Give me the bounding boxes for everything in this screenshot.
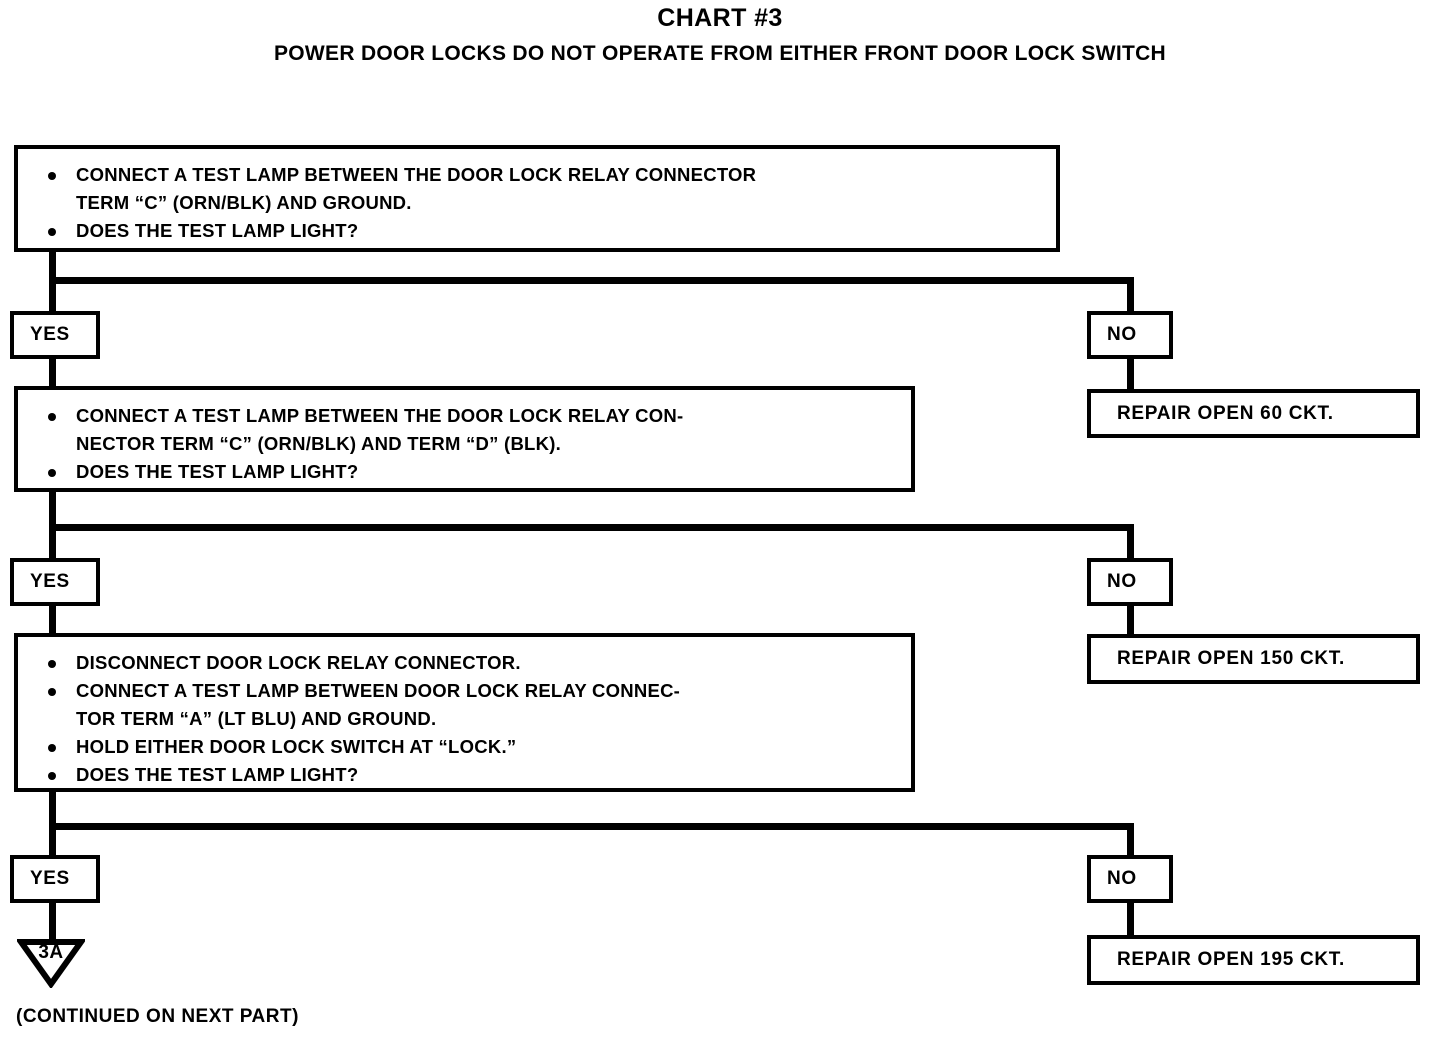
page-subtitle: POWER DOOR LOCKS DO NOT OPERATE FROM EIT… [273, 42, 1167, 65]
continued-note: (CONTINUED ON NEXT PART) [16, 1006, 299, 1027]
step-3-bullet-4: DOES THE TEST LAMP LIGHT? [32, 761, 901, 789]
step-1-no-result-box: REPAIR OPEN 60 CKT. [1087, 389, 1420, 438]
step-1-bullet-2: DOES THE TEST LAMP LIGHT? [32, 217, 1046, 245]
step-2-no-branch[interactable]: NO [1087, 558, 1173, 606]
connector-line-no2-to-repair2 [1127, 605, 1134, 637]
step-2-bullet-2: DOES THE TEST LAMP LIGHT? [32, 458, 901, 486]
step-2-yes-label: YES [30, 571, 70, 592]
step-3-bullet-list: DISCONNECT DOOR LOCK RELAY CONNECTOR. CO… [32, 649, 901, 789]
step-3-yes-label: YES [30, 868, 70, 889]
step-1-yes-branch[interactable]: YES [10, 311, 100, 359]
step-3-bullet-1: DISCONNECT DOOR LOCK RELAY CONNECTOR. [32, 649, 901, 677]
connector-line-step3-no-down [1127, 823, 1134, 859]
step-1-yes-label: YES [30, 324, 70, 345]
connector-line-no1-to-repair1 [1127, 358, 1134, 392]
step-3-bullet-2: CONNECT A TEST LAMP BETWEEN DOOR LOCK RE… [32, 677, 901, 733]
step-1-bullet-1: CONNECT A TEST LAMP BETWEEN THE DOOR LOC… [32, 161, 1046, 217]
step-1-bullet-list: CONNECT A TEST LAMP BETWEEN THE DOOR LOC… [32, 161, 1046, 245]
offpage-connector-triangle[interactable]: 3A [17, 938, 85, 988]
step-3-question-box: DISCONNECT DOOR LOCK RELAY CONNECTOR. CO… [14, 633, 915, 792]
step-3-no-result-box: REPAIR OPEN 195 CKT. [1087, 935, 1420, 985]
connector-line-step1-branch [49, 277, 1134, 284]
step-1-question-box: CONNECT A TEST LAMP BETWEEN THE DOOR LOC… [14, 145, 1060, 252]
step-2-no-label: NO [1107, 571, 1137, 592]
page-title: CHART #3 [657, 4, 783, 32]
step-2-bullet-1: CONNECT A TEST LAMP BETWEEN THE DOOR LOC… [32, 402, 901, 458]
step-1-no-result-label: REPAIR OPEN 60 CKT. [1117, 402, 1334, 424]
step-2-bullet-list: CONNECT A TEST LAMP BETWEEN THE DOOR LOC… [32, 402, 901, 486]
step-2-no-result-box: REPAIR OPEN 150 CKT. [1087, 634, 1420, 684]
step-3-yes-branch[interactable]: YES [10, 855, 100, 903]
step-2-no-result-label: REPAIR OPEN 150 CKT. [1117, 648, 1345, 669]
connector-line-step2-no-down [1127, 524, 1134, 562]
step-3-bullet-3: HOLD EITHER DOOR LOCK SWITCH AT “LOCK.” [32, 733, 901, 761]
triangle-down-icon [17, 939, 85, 988]
step-1-no-label: NO [1107, 324, 1137, 345]
connector-line-step2-branch [49, 524, 1134, 531]
step-3-no-label: NO [1107, 868, 1137, 889]
connector-line-yes2-to-step3 [49, 605, 56, 637]
connector-line-yes3-to-offpage [49, 903, 56, 943]
connector-line-step1-no-down [1127, 277, 1134, 315]
connector-line-step3-branch [49, 823, 1134, 830]
step-2-yes-branch[interactable]: YES [10, 558, 100, 606]
step-3-no-result-label: REPAIR OPEN 195 CKT. [1117, 949, 1345, 970]
step-3-no-branch[interactable]: NO [1087, 855, 1173, 903]
step-2-question-box: CONNECT A TEST LAMP BETWEEN THE DOOR LOC… [14, 386, 915, 492]
connector-line-no3-to-repair3 [1127, 903, 1134, 936]
connector-line-yes1-to-step2 [49, 358, 56, 390]
step-1-no-branch[interactable]: NO [1087, 311, 1173, 359]
